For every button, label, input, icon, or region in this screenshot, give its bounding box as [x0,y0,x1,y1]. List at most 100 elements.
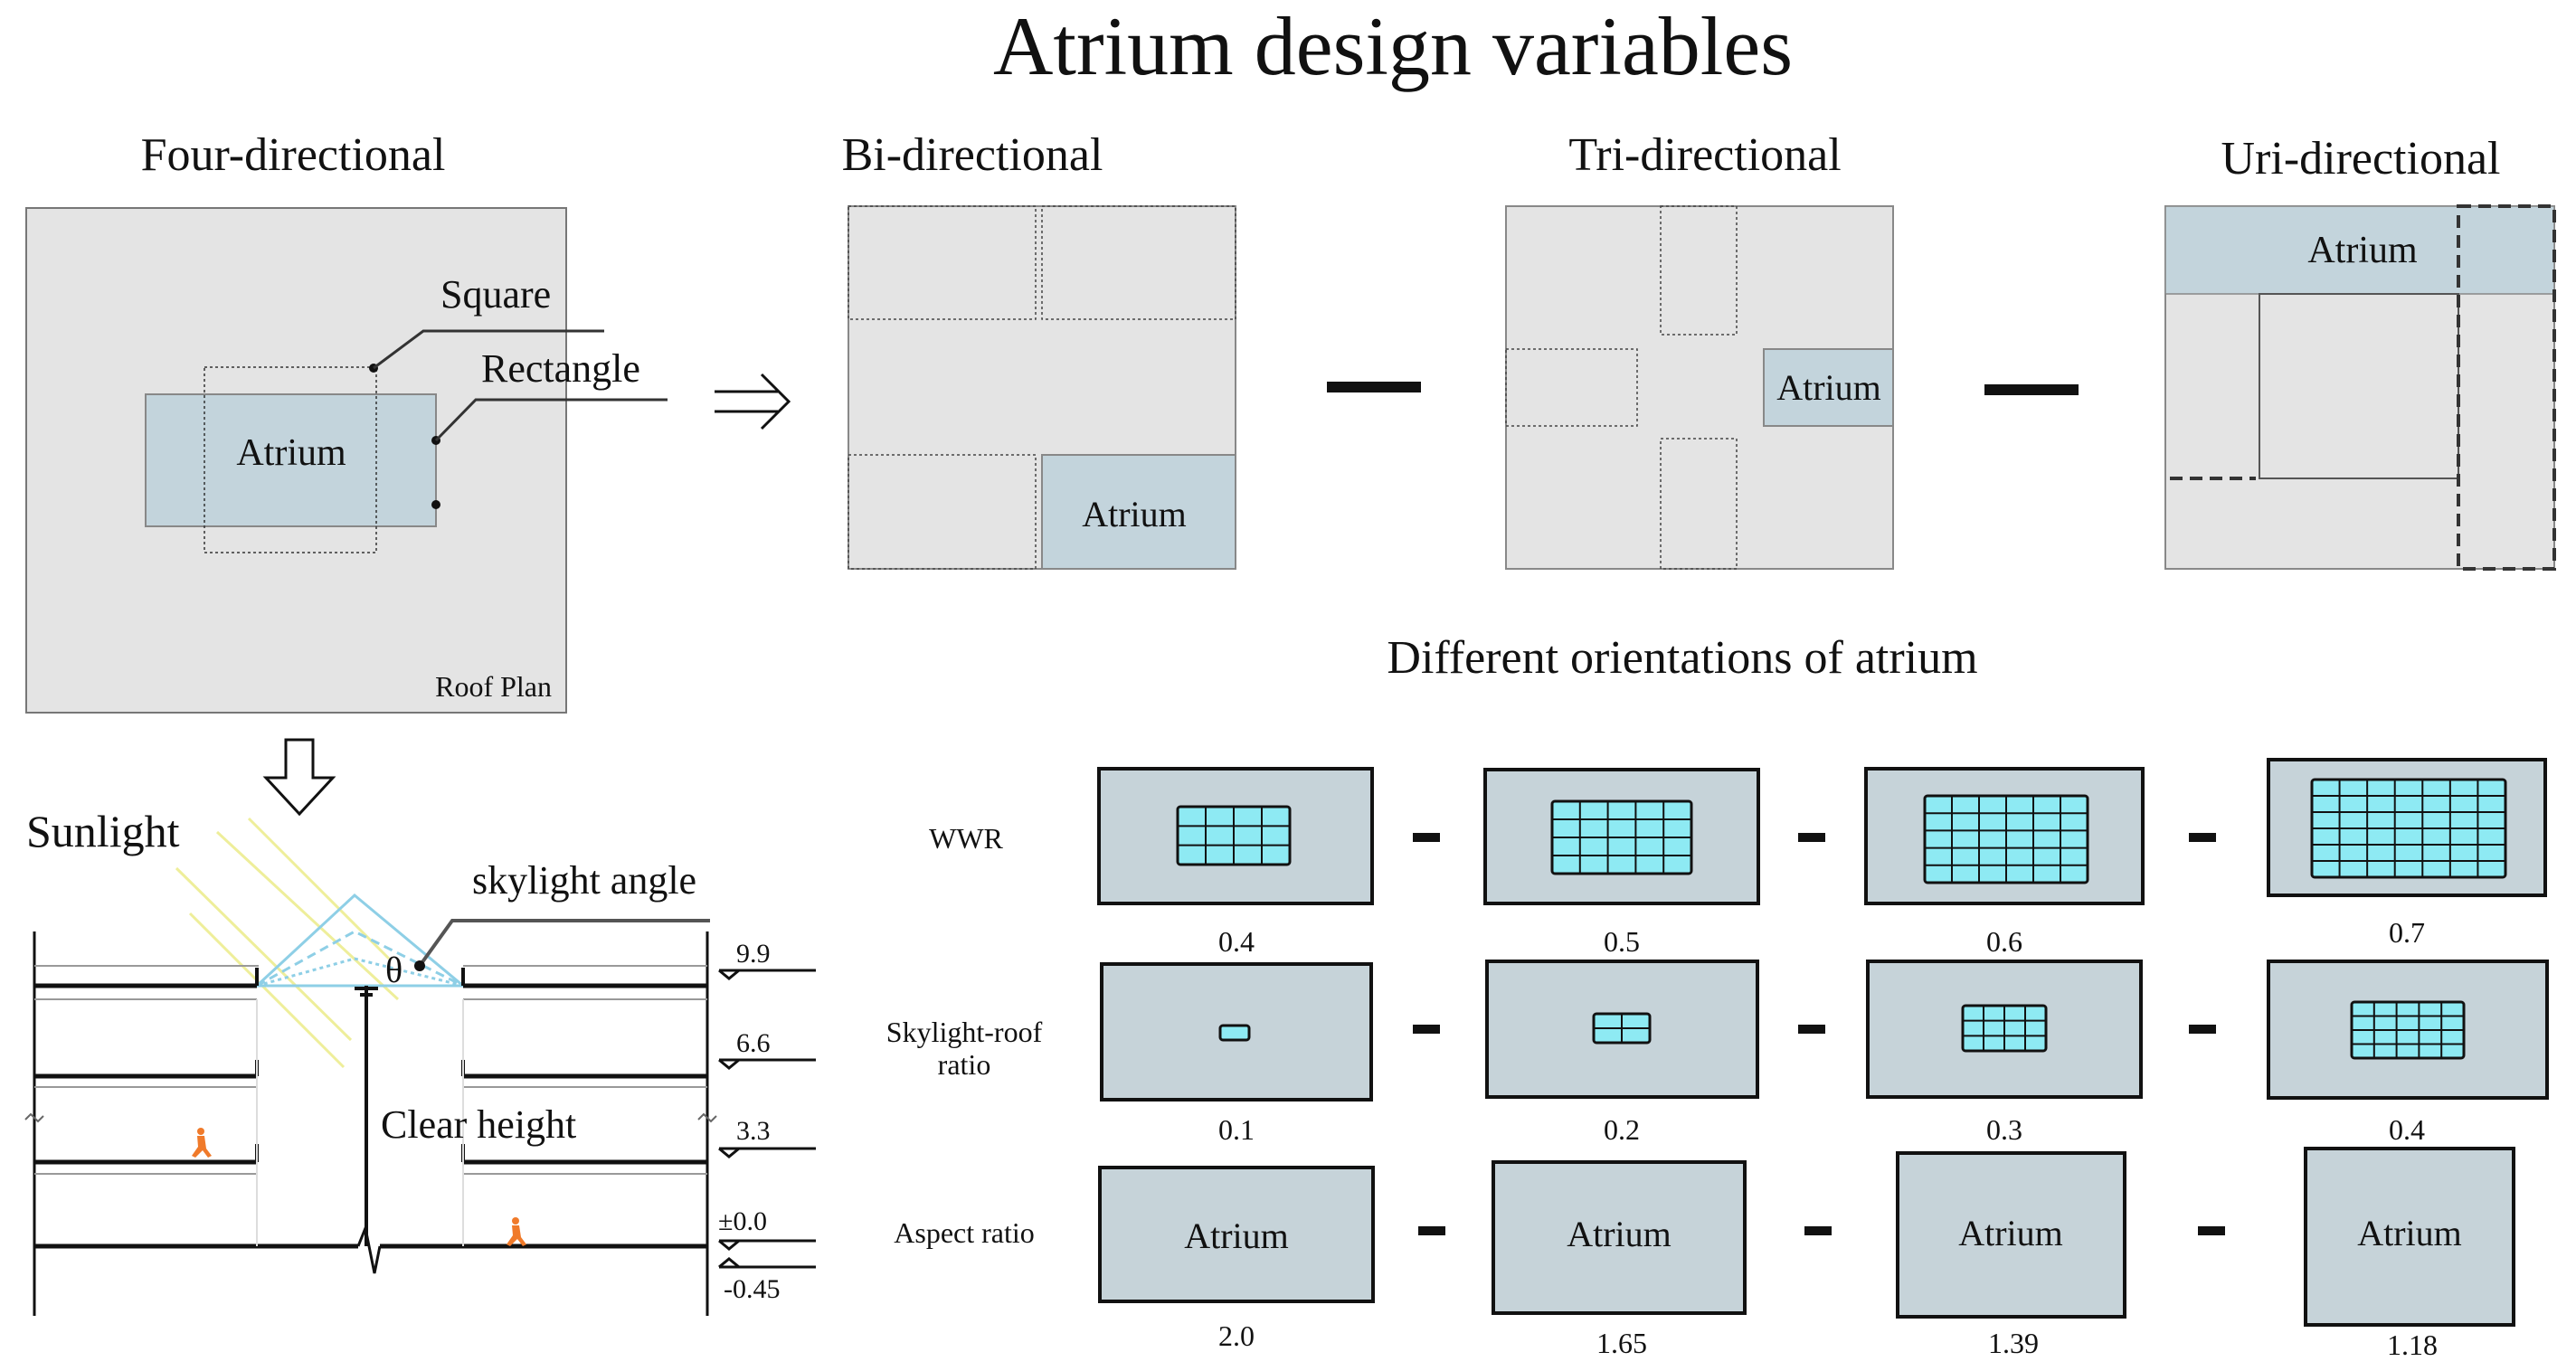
window-grid [1550,799,1693,875]
aspect-atrium-label: Atrium [2357,1213,2462,1253]
wwr-value: 0.4 [1218,925,1255,958]
skylight-grid [1218,1024,1251,1042]
skylight-roof-value: 0.2 [1604,1113,1640,1146]
aspect-ratio-value: 2.0 [1218,1319,1255,1352]
orientations-caption: Different orientations of atrium [1387,632,1977,684]
skylight-roof [255,894,464,988]
skylight-angle-leader [418,919,710,968]
sunlight-label: Sunlight [26,806,180,856]
bi-directional-panel: Bi-directional Atrium [842,129,1236,570]
dash-separator [2189,833,2216,842]
bi-dashed-blocks [848,205,1236,570]
bi-directional-heading: Bi-directional [842,129,1103,181]
tri-directional-panel: Tri-directional Atrium [1505,129,1894,570]
glazing-grids [1176,778,2507,1060]
aspect-atrium-label: Atrium [1958,1213,2063,1253]
aspect-ratio-row: Aspect ratio Atrium Atrium Atrium Atrium… [894,1147,2515,1361]
ground-break [356,1223,382,1274]
four-directional-heading: Four-directional [141,129,446,181]
aspect-atrium-label: Atrium [1184,1215,1289,1256]
atrium-void-lines [256,999,464,1246]
person-icon [507,1217,526,1246]
dash-separator [2198,1226,2225,1235]
skylight-angle-label: skylight angle [472,858,696,903]
square-leader-line [373,329,604,370]
rectangle-corner-dot [431,500,440,509]
rectangle-label: Rectangle [481,346,640,391]
tri-dashed-blocks [1505,205,1738,570]
theta-label: θ [385,950,402,990]
window-grid [2310,778,2507,879]
wwr-value: 0.6 [1986,925,2022,958]
aspect-ratio-atrium [1492,1160,1747,1315]
skylight-grid [2350,1000,2466,1060]
dash-separator [2189,1025,2216,1034]
four-directional-panel: Four-directional Atrium Square Rectangle… [25,129,668,714]
rectangle-atrium [145,393,437,527]
outer-walls [33,931,709,1316]
clear-height-dimension [355,986,378,1246]
wwr-value: 0.5 [1604,925,1640,958]
uni-directional-heading: Uri-directional [2221,133,2501,184]
uni-atrium [2164,205,2555,295]
aspect-ratio-atrium [2304,1147,2515,1327]
aspect-ratio-value: 1.65 [1596,1327,1647,1359]
skylight-roof-value: 0.4 [2389,1113,2425,1146]
level-label: ±0.0 [718,1206,767,1236]
aspect-atrium-label: Atrium [1567,1214,1672,1254]
dash-bi-tri [1327,382,1421,392]
tri-atrium-label: Atrium [1776,367,1881,408]
level-label: 3.3 [736,1116,771,1146]
four-directional-atrium-label: Atrium [236,432,346,474]
level-marker-lines [718,969,816,1269]
skylight-roof-value: 0.3 [1986,1113,2022,1146]
skylight-angle-dot [414,960,425,971]
square-label: Square [440,272,551,317]
dash-separator [1418,1226,1445,1235]
aspect-ratio-value: 1.39 [1988,1327,2039,1359]
dash-separator [1798,833,1825,842]
level-label: 6.6 [736,1028,771,1058]
skylight-roof-row-label: Skylight-roof [886,1016,1043,1048]
break-marks [24,1112,717,1123]
person-icon [192,1128,212,1158]
aspect-ratio-atrium [1098,1166,1375,1303]
floor-slabs-right [380,965,707,1249]
sun-rays [175,817,400,1069]
skylight-roof-value: 0.1 [1218,1113,1255,1146]
level-label: 9.9 [736,939,771,969]
roof-plan-label: Roof Plan [435,670,552,703]
main-title: Atrium design variables [993,0,1793,92]
skylight-roof-row: Skylight-roof ratio 0.1 0.2 0.3 0.4 [886,960,2549,1146]
dash-separator [1804,1226,1832,1235]
tri-atrium [1763,348,1894,427]
wwr-row-label: WWR [929,822,1003,855]
floor-slabs-left [34,965,358,1249]
rectangle-leader-line [434,398,668,442]
bi-atrium-label: Atrium [1082,494,1187,534]
bi-atrium [1041,454,1236,570]
clear-height-label: Clear height [381,1102,576,1147]
skylight-grid [1592,1012,1652,1045]
aspect-ratio-atrium [1896,1151,2126,1319]
down-arrow-icon [262,738,336,817]
uni-directional-panel: Uri-directional Atrium [2164,133,2556,571]
dash-separator [1413,1025,1440,1034]
tri-directional-heading: Tri-directional [1568,129,1841,181]
window-grid [1923,794,2089,884]
uni-dashed-strip [2457,204,2556,571]
level-label: -0.45 [724,1274,781,1304]
section-diagram: Sunlight skylight angle θ [24,806,816,1316]
dash-separator [1798,1025,1825,1034]
wwr-elevation [1483,768,1760,905]
aspect-ratio-row-label: Aspect ratio [894,1216,1035,1249]
wwr-row: WWR 0.4 0.5 0.6 0.7 [929,758,2547,958]
dash-tri-uni [1984,384,2079,395]
skylight-grid [1961,1004,2048,1053]
right-arrow-icon [715,373,791,430]
wwr-value: 0.7 [2389,916,2425,949]
window-grid [1176,805,1292,866]
aspect-ratio-value: 1.18 [2387,1328,2438,1361]
uni-atrium-label: Atrium [2307,230,2418,271]
